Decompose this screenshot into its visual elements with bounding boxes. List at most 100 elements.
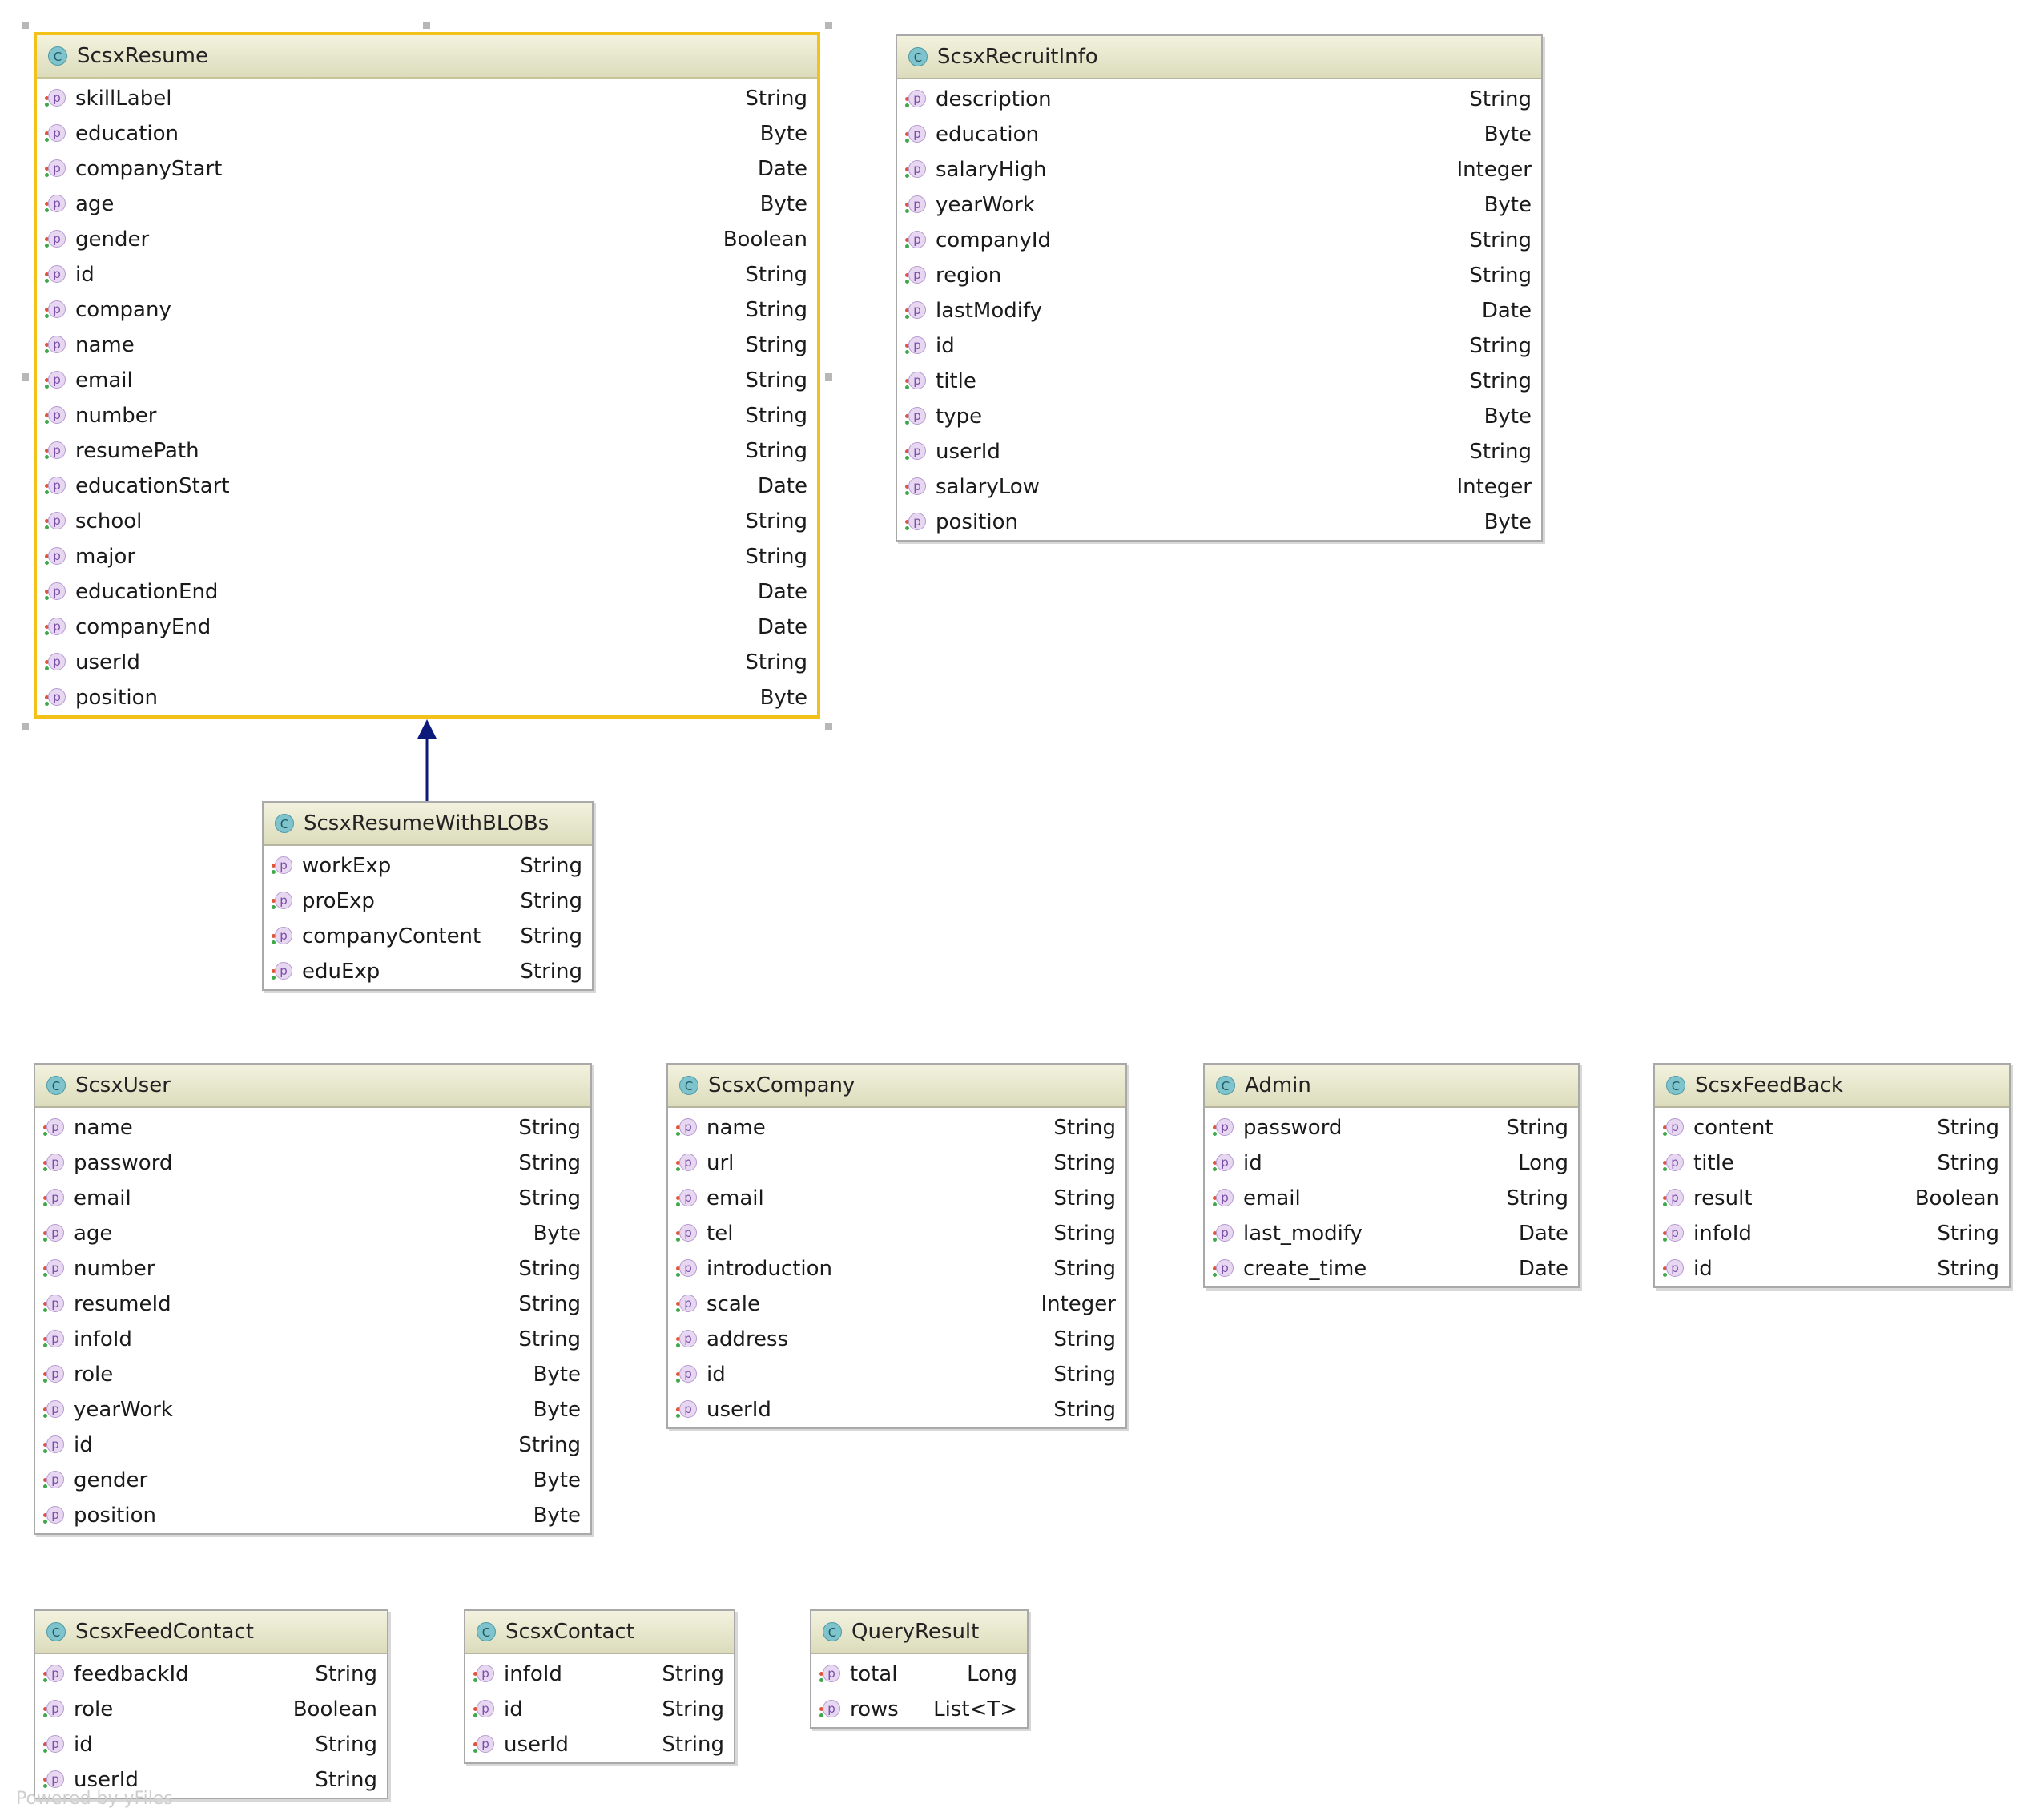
selection-handle-bottom-left[interactable] (22, 723, 29, 730)
selection-handle-top-left[interactable] (22, 22, 29, 29)
selection-handle-top-center[interactable] (423, 22, 430, 29)
selection-handle-middle-left[interactable] (22, 373, 29, 381)
selection-handle-middle-right[interactable] (825, 373, 832, 381)
selection-handle-bottom-right[interactable] (825, 723, 832, 730)
